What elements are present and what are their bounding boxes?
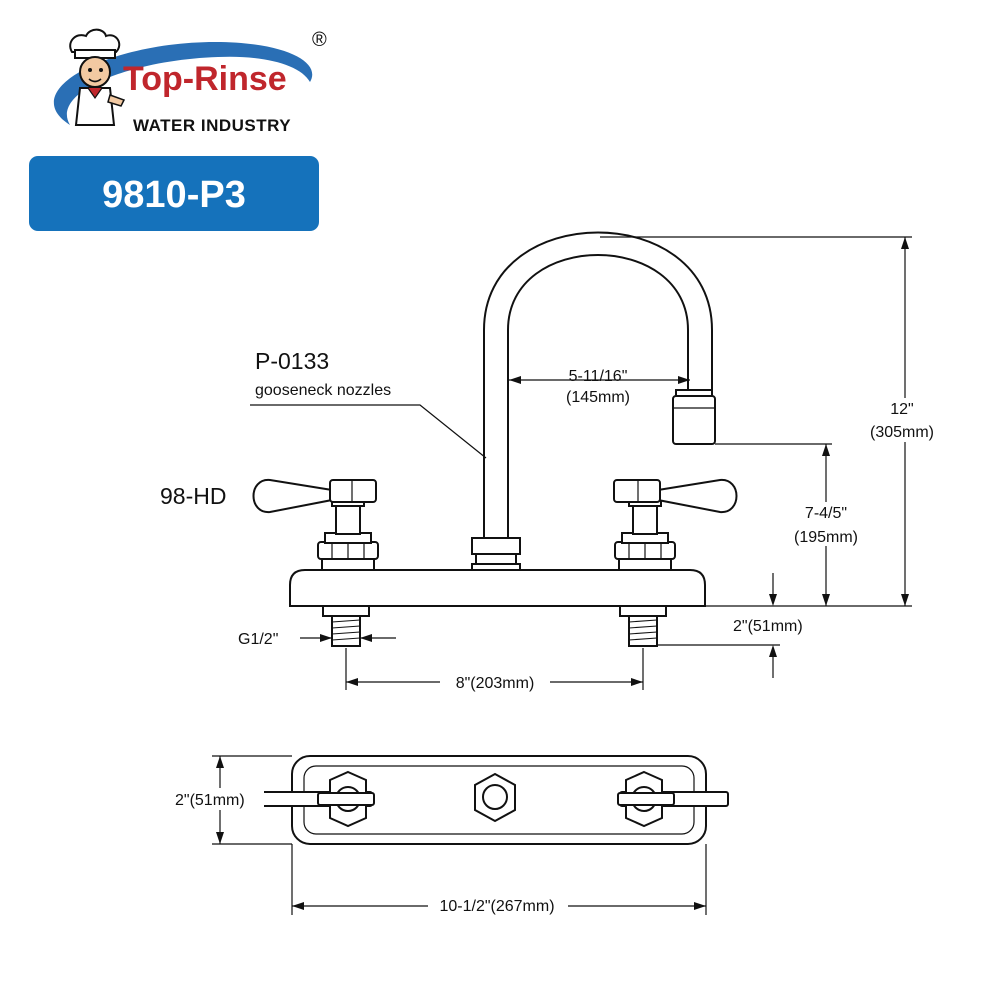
shank-length: 2"(51mm) [733,618,803,635]
right-lever-handle [613,478,738,514]
center-spacing: 8"(203mm) [456,675,535,692]
deck-plate [289,569,706,607]
model-badge-background [29,156,319,231]
clearance-mm: (195mm) [794,529,858,546]
top-view-annotations: 2"(51mm) 10-1/2"(267mm) [174,755,707,916]
top-view-spout [474,772,516,823]
clearance-inches: 7-4/5" [805,505,847,522]
left-lever-handle [252,478,377,514]
left-valve [317,496,379,571]
reach-mm: (145mm) [566,389,630,406]
front-view-annotations: P-0133 gooseneck nozzles 98-HD 5-11/16" … [160,236,944,692]
nozzle-description: gooseneck nozzles [255,382,391,399]
base-depth: 2"(51mm) [175,792,245,809]
faucet-top-view [261,755,729,845]
handle-part-number: 98-HD [160,483,226,509]
nozzle-leader-line [250,404,487,459]
model-code: 9810-P3 [102,174,246,216]
left-shank [322,605,370,647]
brand-name: Top-Rinse [123,60,287,98]
top-view-right-handle [617,770,729,828]
spout-aerator [672,395,716,445]
brand-subtitle: WATER INDUSTRY [133,116,291,135]
top-view-left-handle [261,770,375,828]
spout-base-nut [471,537,521,555]
right-shank [619,605,667,647]
right-valve [614,496,676,571]
gooseneck-spout [483,231,713,541]
reach-inches: 5-11/16" [569,368,628,385]
brand-logo: Top-Rinse ® WATER INDUSTRY [53,28,327,135]
height-inches: 12" [890,401,913,418]
thread-size: G1/2" [238,631,278,648]
logo-swoosh [53,42,313,125]
base-length: 10-1/2"(267mm) [439,898,554,915]
nozzle-part-number: P-0133 [255,348,329,374]
chef-mascot-icon [69,28,126,126]
height-mm: (305mm) [870,424,934,441]
model-badge: 9810-P3 [29,156,319,231]
faucet-front-view [252,231,738,647]
registered-mark: ® [312,29,327,51]
